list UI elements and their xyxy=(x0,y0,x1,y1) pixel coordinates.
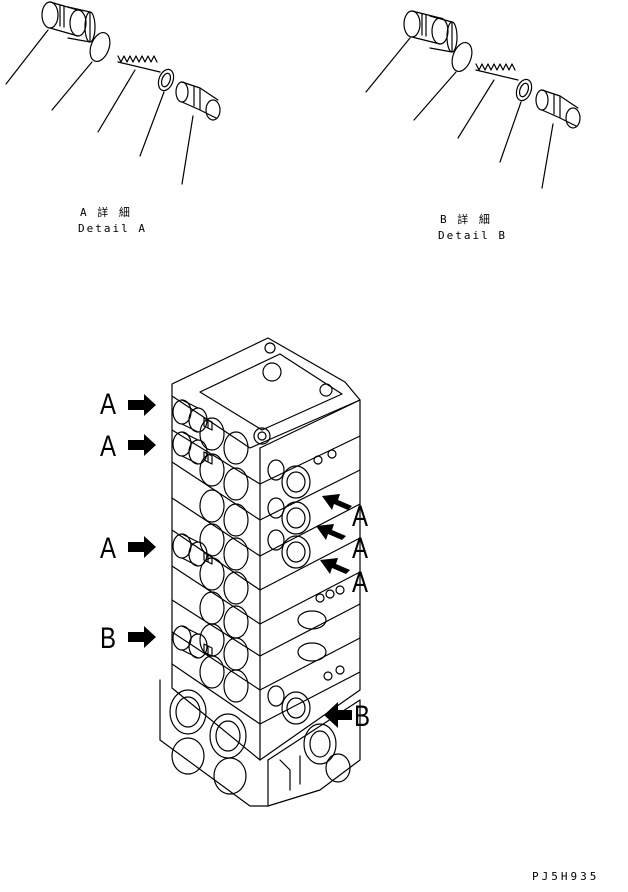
callout-label: A xyxy=(352,532,369,565)
spring-part xyxy=(117,55,161,73)
arrow-icon xyxy=(128,626,156,648)
callout-label: A xyxy=(352,566,369,599)
leader-line xyxy=(413,71,457,121)
arrow-icon xyxy=(128,434,156,456)
pointer-arrows-left xyxy=(128,394,156,648)
drawing-number: PJ5H935 xyxy=(532,870,600,883)
relief-valve xyxy=(172,399,213,433)
callout-label: A xyxy=(100,388,117,421)
relief-valve xyxy=(267,685,311,725)
detail-a-title: A 詳 細 xyxy=(80,206,132,219)
leader-line xyxy=(457,79,495,139)
leader-line xyxy=(97,69,136,133)
relief-valve xyxy=(172,625,213,659)
arrow-icon xyxy=(320,558,350,574)
relief-valve xyxy=(267,459,311,499)
washer-part xyxy=(157,68,175,92)
leader-line xyxy=(541,123,554,189)
callout-label: B xyxy=(100,622,117,655)
detail-b-subtitle: Detail B xyxy=(438,229,507,242)
pointer-arrows-right xyxy=(316,494,352,728)
relief-valve xyxy=(267,497,311,535)
plug-part xyxy=(41,1,96,43)
leader-line xyxy=(181,115,194,185)
relief-valve xyxy=(172,431,213,465)
leader-line xyxy=(499,101,522,163)
plug-part xyxy=(403,10,458,53)
arrow-icon xyxy=(324,702,352,728)
callout-label: B xyxy=(354,700,371,733)
arrow-icon xyxy=(128,536,156,558)
callout-label: A xyxy=(100,532,117,565)
poppet-part xyxy=(175,81,221,121)
o-ring-part xyxy=(451,41,473,73)
poppet-part xyxy=(535,89,581,129)
port-bosses xyxy=(199,417,249,703)
detail-a-parts xyxy=(5,1,221,185)
right-ports xyxy=(297,449,345,681)
detail-b-parts xyxy=(365,10,581,189)
relief-valve xyxy=(172,533,213,567)
arrow-icon xyxy=(316,524,346,540)
control-valve-body xyxy=(159,337,361,807)
callout-label: A xyxy=(352,500,369,533)
leader-line xyxy=(51,61,93,111)
relief-valve xyxy=(267,529,311,569)
arrow-icon xyxy=(322,494,352,510)
detail-b-title: B 詳 細 xyxy=(440,213,492,226)
callout-label: A xyxy=(100,430,117,463)
leader-line xyxy=(365,37,411,93)
washer-part xyxy=(515,78,533,102)
leader-line xyxy=(139,91,165,157)
arrow-icon xyxy=(128,394,156,416)
leader-line xyxy=(5,29,49,85)
spring-part xyxy=(475,63,519,81)
detail-a-subtitle: Detail A xyxy=(78,222,147,235)
o-ring-part xyxy=(89,31,111,63)
